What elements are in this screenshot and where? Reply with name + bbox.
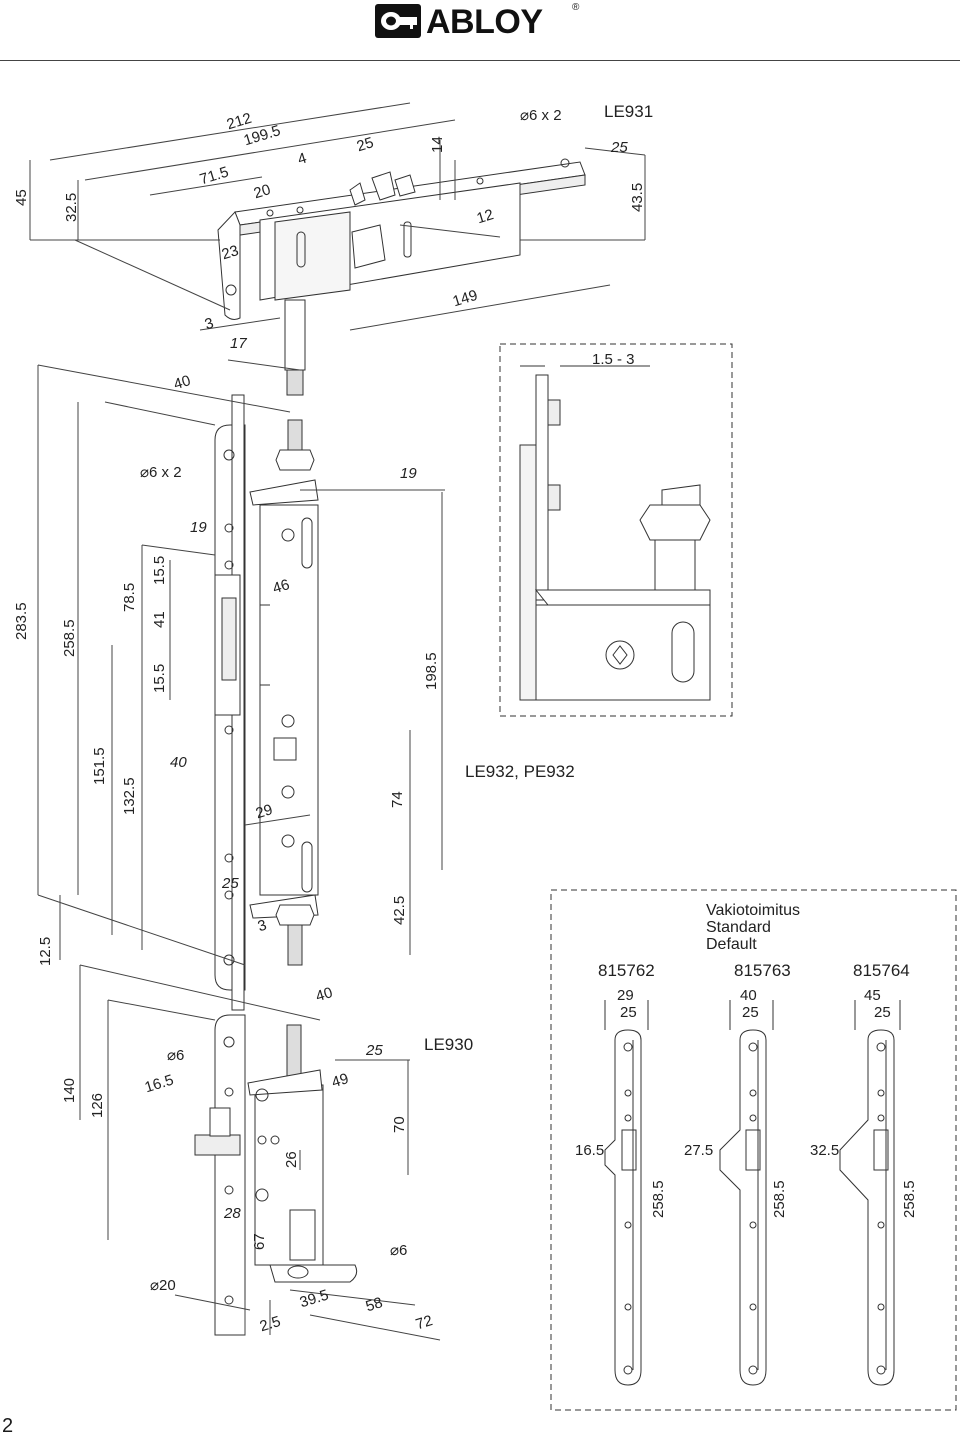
hole-6x2-mid: ⌀6 x 2	[140, 464, 182, 481]
standard-supply-box	[550, 889, 957, 1411]
plate-code-815764: 815764	[853, 961, 910, 980]
standard-line3: Default	[706, 936, 757, 953]
dim-74: 74	[389, 791, 406, 808]
dim-140: 140	[61, 1077, 78, 1103]
dim-198-5: 198.5	[423, 652, 440, 690]
dim-283-5: 283.5	[13, 602, 30, 640]
dim-151-5: 151.5	[91, 747, 108, 785]
dim-42-5: 42.5	[391, 895, 408, 925]
hole-6x2-top: ⌀6 x 2	[520, 107, 562, 124]
detail-gap-label: 1.5 - 3	[592, 351, 635, 368]
dim-15-5-a: 15.5	[151, 555, 168, 585]
dim-12-5: 12.5	[37, 936, 54, 966]
le931-bracket-drawing	[217, 158, 586, 396]
plate1-offset: 16.5	[575, 1142, 605, 1159]
plate1-width-outer: 29	[617, 987, 634, 1004]
plate-code-815762: 815762	[598, 961, 655, 980]
plate3-width-inner: 25	[874, 1004, 891, 1021]
dim-15-5-b: 15.5	[151, 663, 168, 693]
le932-lock-drawing	[214, 394, 319, 1011]
strike-plate-815762	[604, 1000, 649, 1386]
hole-20: ⌀20	[150, 1277, 176, 1294]
dim-132-5: 132.5	[121, 777, 138, 815]
dim-28: 28	[224, 1205, 241, 1222]
dim-126: 126	[89, 1092, 106, 1118]
model-le932-label: LE932, PE932	[465, 762, 575, 781]
plate1-length: 258.5	[650, 1180, 667, 1218]
plate2-width-inner: 25	[742, 1004, 759, 1021]
dim-19-left: 19	[190, 519, 207, 536]
header-rule	[0, 60, 960, 61]
registered-mark: ®	[572, 2, 580, 13]
dim-67: 67	[251, 1233, 268, 1250]
plate1-width-inner: 25	[620, 1004, 637, 1021]
le930-lock-drawing	[194, 1014, 358, 1336]
dim-258-5: 258.5	[61, 619, 78, 657]
dim-25-right: 25	[611, 139, 628, 156]
dim-25-mid: 25	[222, 875, 239, 892]
page-number: 2	[2, 1415, 14, 1437]
dim-45: 45	[13, 189, 30, 206]
hole-6-left: ⌀6	[167, 1047, 185, 1064]
plate2-offset: 27.5	[684, 1142, 714, 1159]
plate3-width-outer: 45	[864, 987, 881, 1004]
hole-6-right: ⌀6	[390, 1242, 408, 1259]
strike-plate-815764	[839, 1000, 901, 1386]
dim-32-5: 32.5	[63, 192, 80, 222]
detail-box	[499, 343, 733, 717]
model-le930-label: LE930	[424, 1035, 474, 1054]
top-dimension-lines	[29, 102, 646, 371]
detail-bracket-drawing	[519, 365, 711, 701]
dim-25-bottom: 25	[366, 1042, 383, 1059]
plate2-length: 258.5	[771, 1180, 788, 1218]
plate2-width-outer: 40	[740, 987, 757, 1004]
abloy-logo: ABLOY ®	[374, 0, 584, 44]
dim-14: 14	[429, 136, 446, 153]
plate3-offset: 32.5	[810, 1142, 840, 1159]
dim-19-right: 19	[400, 465, 417, 482]
lower-dimension-lines	[37, 364, 445, 1341]
standard-line2: Standard	[706, 919, 771, 936]
abloy-key-logo-icon	[375, 4, 421, 38]
model-le931-label: LE931	[604, 102, 654, 121]
dim-41: 41	[151, 611, 168, 628]
standard-line1: Vakiotoimitus	[706, 902, 800, 919]
dim-17: 17	[230, 335, 247, 352]
dim-26: 26	[283, 1151, 300, 1168]
dim-43-5: 43.5	[629, 182, 646, 212]
plate3-length: 258.5	[901, 1180, 918, 1218]
strike-plate-815763	[719, 1000, 774, 1386]
brand-name: ABLOY	[426, 3, 543, 41]
dim-70: 70	[391, 1116, 408, 1133]
dim-40-b: 40	[170, 754, 187, 771]
plate-code-815763: 815763	[734, 961, 791, 980]
dim-78-5: 78.5	[121, 582, 138, 612]
